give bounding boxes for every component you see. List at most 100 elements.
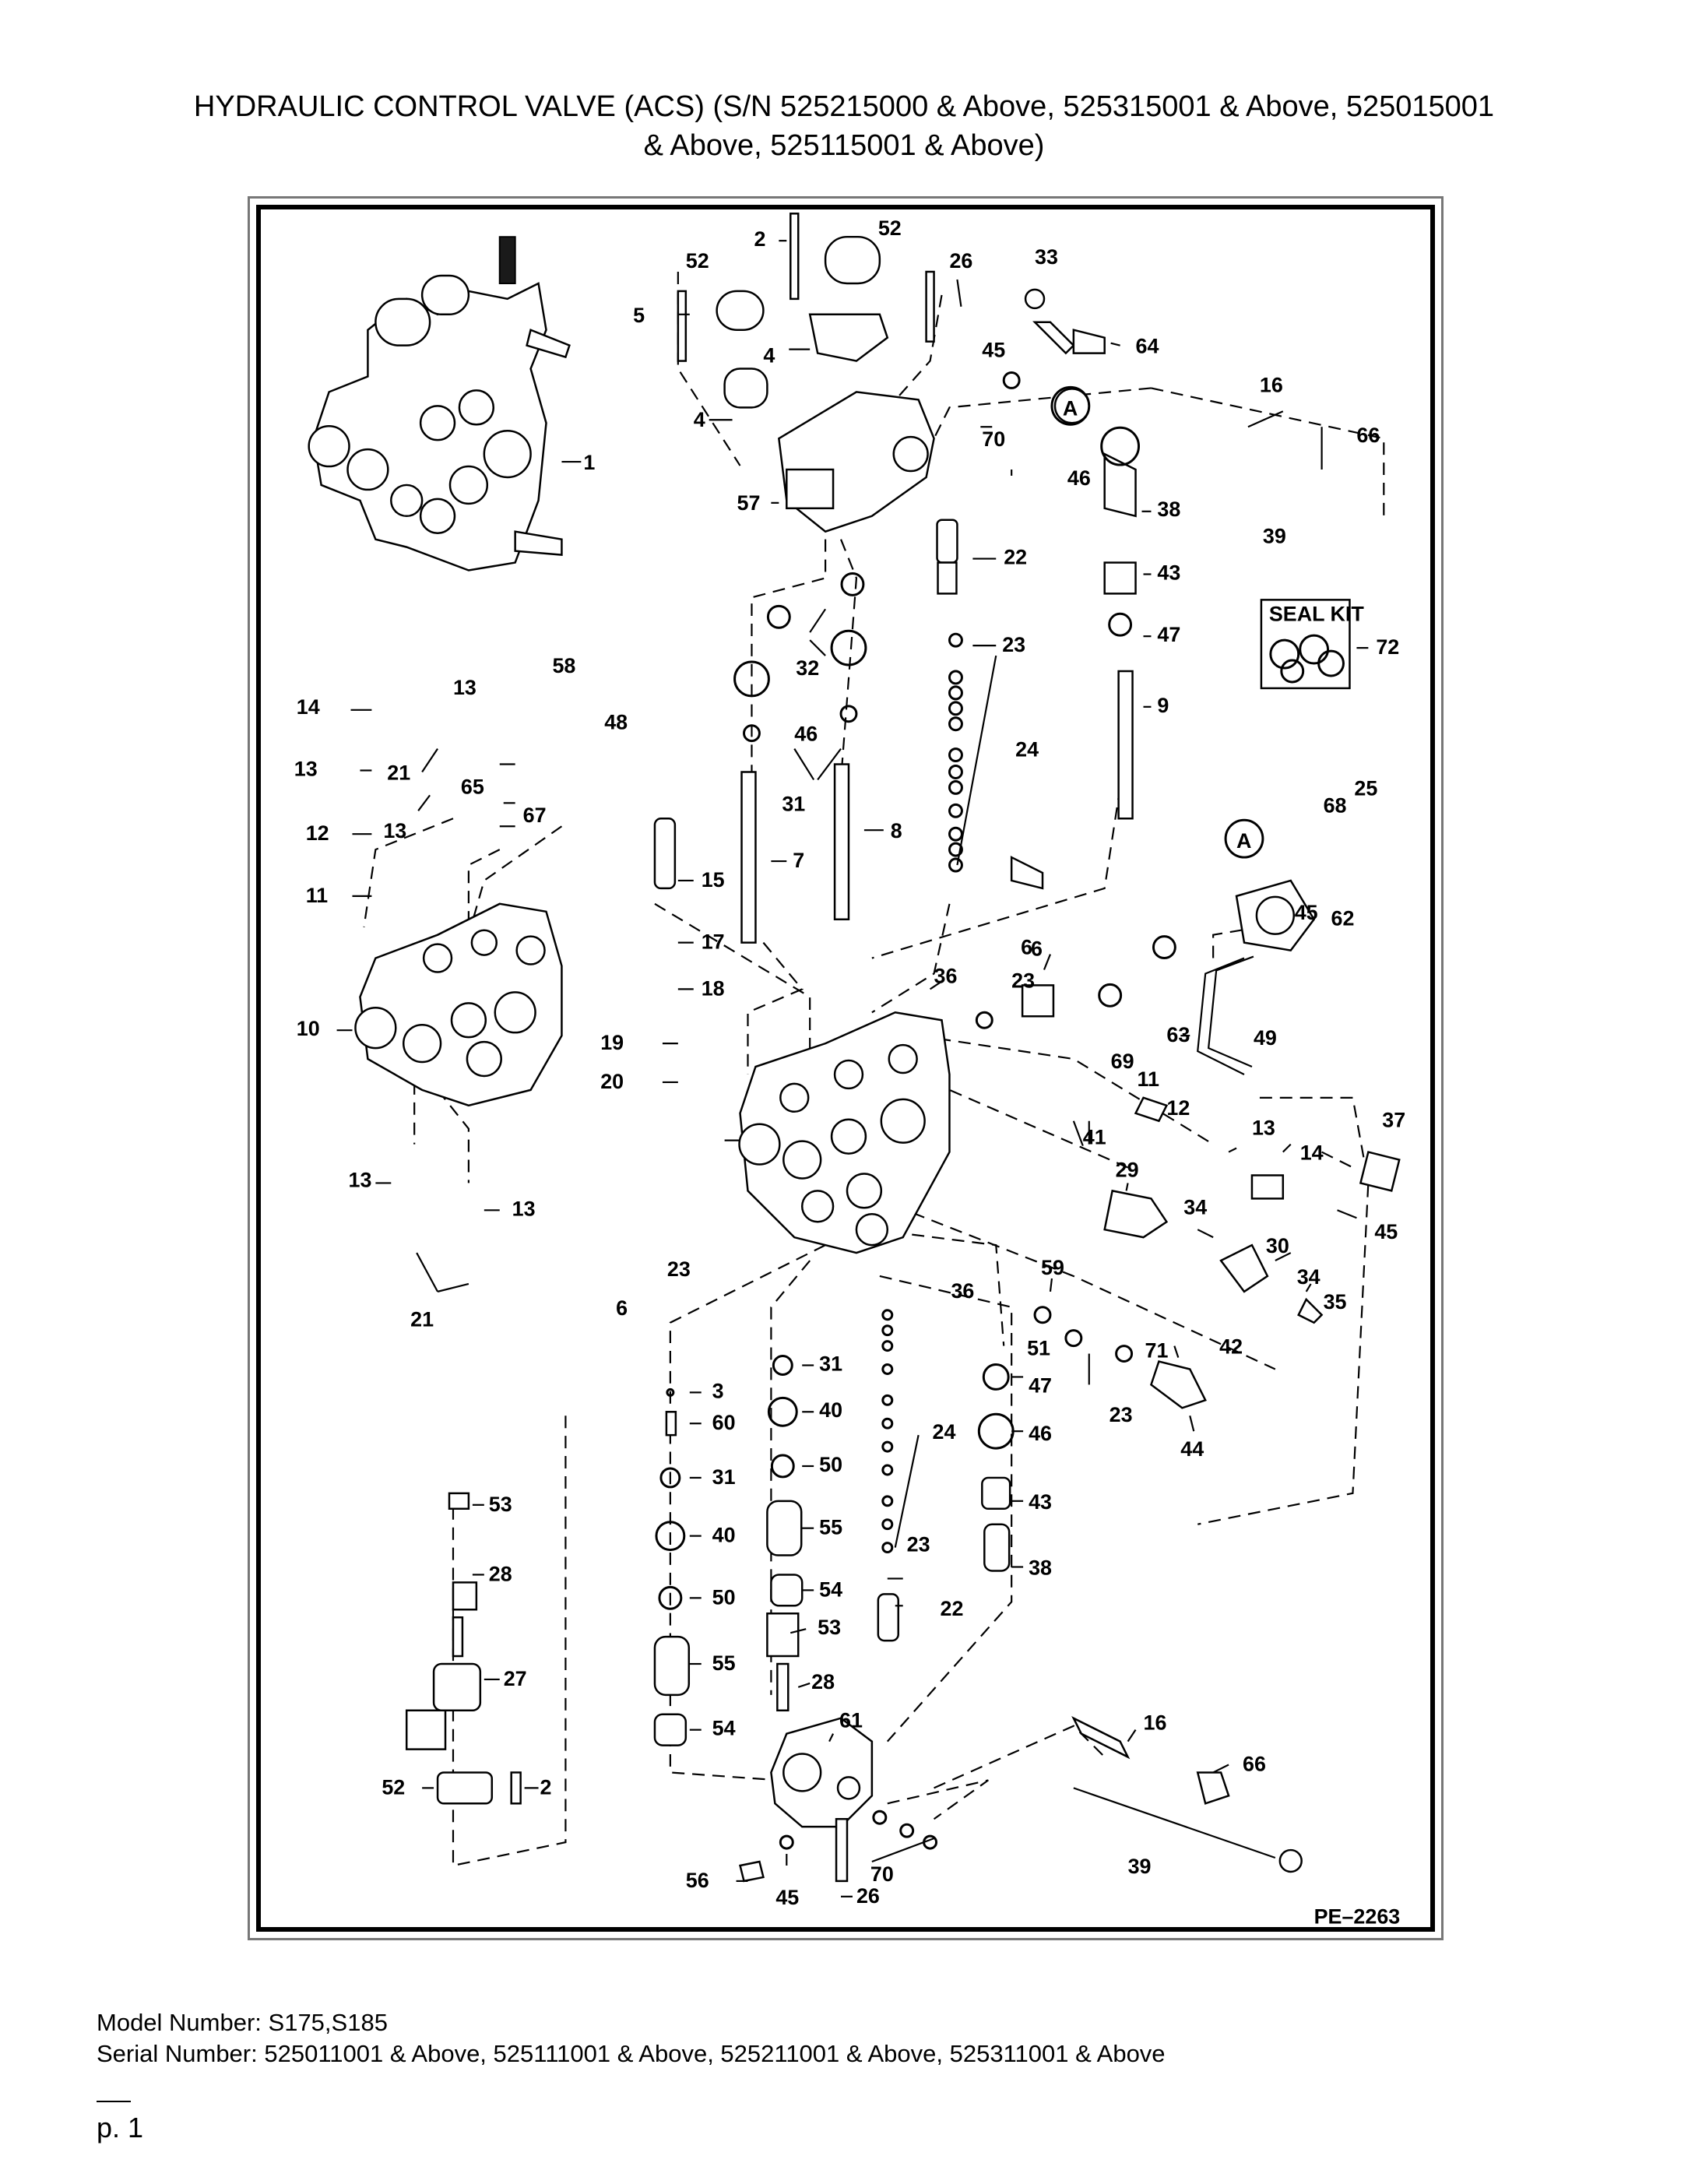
title-line-1: HYDRAULIC CONTROL VALVE (ACS) (S/N 52521…: [193, 90, 1495, 123]
part-label-64: 64: [1136, 335, 1159, 358]
part-label-37: 37: [1382, 1109, 1405, 1132]
right-side-fittings: [975, 856, 1401, 1409]
part-label-12: 12: [306, 821, 329, 845]
part-label-22-b: 22: [941, 1597, 964, 1620]
part-label-30: 30: [1266, 1234, 1289, 1257]
part-label-58: 58: [552, 654, 575, 677]
part-label-72: 72: [1376, 635, 1399, 659]
part-label-13: 13: [453, 676, 477, 699]
part-label-20: 20: [600, 1070, 624, 1093]
part-label-50-b: 50: [712, 1585, 736, 1609]
leader-lines: [336, 240, 1369, 1897]
part-label-54-b: 54: [712, 1717, 736, 1740]
part-label-62: 62: [1331, 907, 1355, 930]
part-label-5: 5: [633, 304, 645, 327]
part-label-28-b: 28: [489, 1562, 512, 1585]
part-label-6-c: 6: [616, 1296, 628, 1320]
part-label-54: 54: [819, 1577, 842, 1601]
part-label-52-c: 52: [382, 1775, 405, 1799]
part-label-36-b: 36: [951, 1279, 974, 1303]
part-label-46-c: 46: [1029, 1422, 1052, 1445]
part-label-16-b: 16: [1144, 1711, 1167, 1735]
part-label-12-b: 12: [1166, 1096, 1190, 1120]
part-label-53: 53: [818, 1616, 841, 1639]
part-label-35: 35: [1324, 1290, 1347, 1314]
part-label-6: 6: [1031, 937, 1043, 961]
part-label-47: 47: [1157, 623, 1180, 646]
part-label-34: 34: [1183, 1195, 1207, 1219]
part-label-66-b: 66: [1243, 1752, 1266, 1775]
part-label-4-b: 4: [763, 344, 775, 368]
part-label-44: 44: [1180, 1437, 1204, 1461]
valve-cap-top: [677, 213, 1106, 533]
part-label-52: 52: [878, 216, 902, 240]
part-label-2-b: 2: [540, 1775, 552, 1799]
part-label-8: 8: [891, 819, 902, 842]
part-label-51: 51: [1027, 1337, 1050, 1360]
part-label-13-b: 13: [294, 757, 318, 780]
part-label-40-b: 40: [712, 1524, 736, 1547]
part-label-59: 59: [1041, 1256, 1064, 1279]
serial-number: Serial Number: 525011001 & Above, 525111…: [97, 2040, 1166, 2067]
part-label-14-b: 14: [1300, 1141, 1324, 1165]
part-label-21-b: 21: [410, 1308, 434, 1331]
part-label-39: 39: [1263, 525, 1286, 548]
footer-rule: [97, 2101, 131, 2102]
part-label-48: 48: [604, 711, 628, 734]
part-label-43: 43: [1157, 561, 1180, 584]
part-label-11-b: 11: [1138, 1067, 1159, 1091]
part-label-4: 4: [694, 408, 705, 431]
part-label-23: 23: [1002, 633, 1025, 656]
part-label-46: 46: [1067, 466, 1091, 490]
valve-assembly-1: [308, 236, 571, 571]
part-label-56: 56: [686, 1869, 709, 1892]
part-label-16: 16: [1260, 373, 1283, 396]
part-label-18: 18: [702, 976, 725, 1000]
part-label-23-d: 23: [1110, 1403, 1133, 1426]
part-label-55-b: 55: [712, 1651, 736, 1675]
part-label-13-f: 13: [512, 1197, 536, 1220]
part-label-67: 67: [523, 804, 547, 827]
valve-assembly-10-left: [354, 902, 563, 1750]
part-label-6-b: 6: [1021, 936, 1032, 959]
part-label-31-c: 31: [712, 1465, 736, 1489]
part-label-52-b: 52: [686, 249, 709, 273]
seal-kit-box: SEAL KIT: [1260, 599, 1364, 690]
part-label-13-e: 13: [349, 1168, 372, 1191]
part-label-47-b: 47: [1029, 1373, 1052, 1397]
part-label-57: 57: [737, 491, 761, 515]
part-label-29: 29: [1116, 1158, 1139, 1181]
part-label-15: 15: [702, 868, 725, 892]
model-number: Model Number: S175,S185: [97, 2009, 388, 2036]
part-label-45: 45: [982, 339, 1005, 362]
part-label-24: 24: [1015, 738, 1039, 761]
part-label-14: 14: [297, 695, 320, 719]
part-label-26-b: 26: [856, 1884, 880, 1908]
part-label-43-b: 43: [1029, 1490, 1052, 1514]
title-line-2: & Above, 525115001 & Above): [643, 129, 1045, 162]
part-label-70-b: 70: [870, 1862, 894, 1886]
part-label-25: 25: [1354, 776, 1377, 800]
part-label-11: 11: [306, 884, 328, 907]
part-label-31: 31: [819, 1352, 842, 1375]
part-label-42: 42: [1219, 1335, 1243, 1359]
diagram-code: PE–2263: [1314, 1905, 1401, 1929]
valve-cap-bottom: [739, 1715, 1303, 1883]
repeated-part-labels: 52 4 46 31 13 13 23 6 45 25 68 62 11 12 …: [294, 249, 1398, 1909]
part-label-69: 69: [1111, 1050, 1134, 1073]
part-label-45-b: 45: [1295, 901, 1318, 924]
part-label-45-c: 45: [1374, 1220, 1398, 1243]
valve-assembly-10-center: [738, 1011, 951, 1254]
part-label-61: 61: [839, 1709, 863, 1732]
part-label-33: 33: [1035, 245, 1058, 269]
part-label-39-b: 39: [1128, 1855, 1152, 1878]
part-label-50: 50: [819, 1453, 842, 1476]
part-label-32: 32: [796, 656, 819, 680]
part-label-28: 28: [811, 1670, 835, 1693]
callout-a: A A: [1050, 385, 1264, 859]
spool-stacks: [653, 426, 1141, 944]
part-label-23-e: 23: [907, 1533, 930, 1556]
part-label-55: 55: [819, 1516, 842, 1539]
part-label-36: 36: [934, 964, 958, 987]
part-label-21: 21: [387, 761, 410, 784]
